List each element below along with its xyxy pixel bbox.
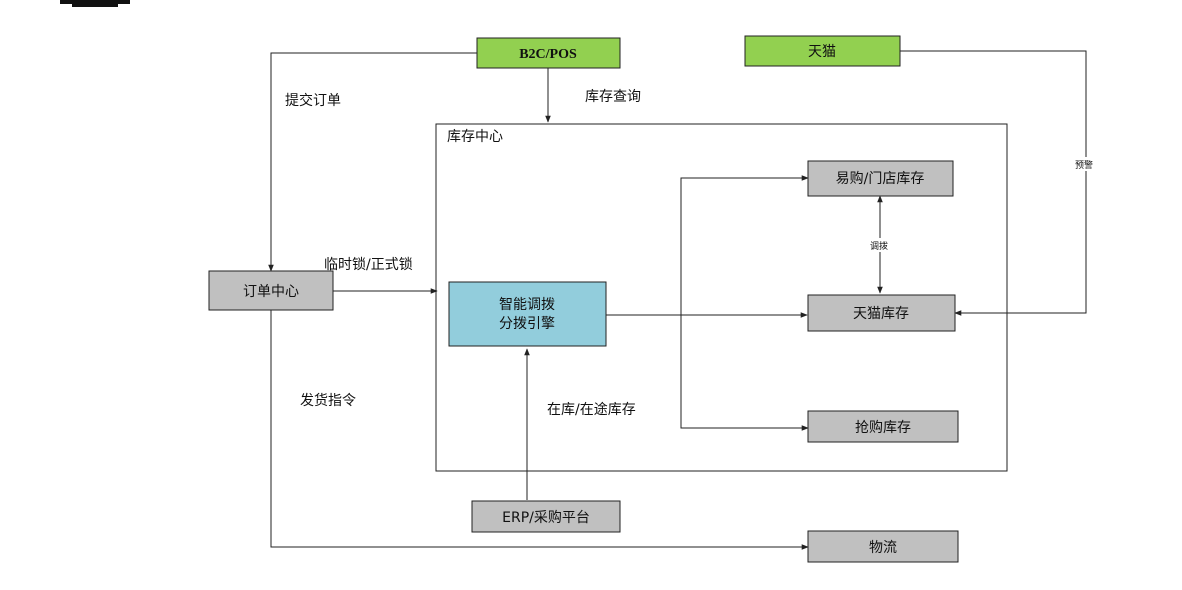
edge-shipping-instruction bbox=[270, 310, 809, 550]
label-submit-order: 提交订单 bbox=[285, 92, 341, 109]
node-logistics: 物流 bbox=[807, 530, 959, 563]
node-order-center-label: 订单中心 bbox=[243, 284, 299, 300]
node-engine-label-line2: 分拨引擎 bbox=[499, 316, 555, 332]
node-tmall-label: 天猫 bbox=[808, 44, 836, 60]
node-smart-allocation-engine: 智能调拨 分拨引擎 bbox=[448, 281, 607, 347]
edges bbox=[268, 50, 1087, 550]
edge-warning bbox=[900, 50, 1087, 316]
edge-engine-to-yigou-inventory bbox=[680, 175, 809, 315]
node-tmall: 天猫 bbox=[744, 35, 901, 67]
label-inventory-query: 库存查询 bbox=[585, 89, 641, 105]
node-tmall-inventory-label: 天猫库存 bbox=[853, 306, 909, 322]
node-erp-purchase-platform: ERP/采购平台 bbox=[471, 500, 621, 533]
node-logistics-label: 物流 bbox=[869, 540, 897, 556]
node-yigou-store-inventory-label: 易购/门店库存 bbox=[836, 171, 925, 187]
node-b2c-pos: B2C/POS bbox=[476, 37, 621, 69]
node-flash-sale-inventory-label: 抢购库存 bbox=[855, 419, 911, 436]
node-erp-purchase-platform-label: ERP/采购平台 bbox=[502, 510, 590, 526]
label-in-stock-in-transit: 在库/在途库存 bbox=[547, 401, 636, 418]
node-yigou-store-inventory: 易购/门店库存 bbox=[807, 160, 954, 197]
label-transfer: 调拨 bbox=[870, 240, 888, 252]
label-transfer-bg bbox=[867, 238, 893, 252]
node-order-center: 订单中心 bbox=[208, 270, 334, 311]
label-warning-bg bbox=[1072, 157, 1100, 171]
corner-mark-icon bbox=[60, 0, 130, 7]
node-flash-sale-inventory: 抢购库存 bbox=[807, 410, 959, 443]
edge-engine-to-flash-sale-inventory bbox=[680, 315, 809, 431]
label-temp-formal-lock: 临时锁/正式锁 bbox=[324, 257, 413, 273]
inventory-center-container bbox=[435, 123, 1008, 472]
inventory-center-title: 库存中心 bbox=[447, 129, 503, 145]
node-b2c-pos-label: B2C/POS bbox=[519, 47, 577, 62]
edge-submit-order bbox=[268, 52, 477, 272]
label-shipping-instruction: 发货指令 bbox=[300, 392, 356, 409]
node-engine-label-line1: 智能调拨 bbox=[499, 297, 555, 313]
label-warning: 预警 bbox=[1075, 159, 1093, 171]
node-tmall-inventory: 天猫库存 bbox=[807, 294, 956, 332]
